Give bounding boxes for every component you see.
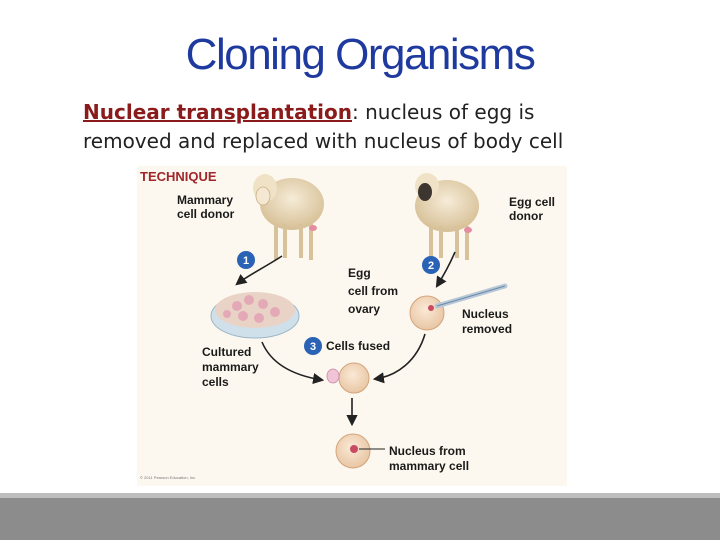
step-2-badge: 2 (422, 256, 440, 274)
slide-body-text: Nuclear transplantation: nucleus of egg … (83, 98, 703, 156)
step-1-badge: 1 (237, 251, 255, 269)
svg-text:2: 2 (428, 260, 434, 272)
slide-title: Cloning Organisms (185, 30, 536, 79)
technique-diagram: TECHNIQUE Mammary cell donor Egg (140, 169, 555, 480)
egg-donor-label-line1: Egg cell (509, 195, 555, 209)
egg-cell-enucleation (409, 283, 508, 331)
cultured-label-line1: Cultured (202, 345, 251, 359)
svg-text:3: 3 (310, 341, 316, 353)
cells-fused-label: Cells fused (326, 339, 390, 353)
copyright-text: © 2011 Pearson Education, Inc. (140, 475, 196, 480)
cloning-technique-figure: TECHNIQUE Mammary cell donor Egg (137, 166, 567, 486)
nucleus-removed-line1: Nucleus (462, 307, 509, 321)
arrow-donor-to-egg (435, 251, 456, 288)
egg-donor-label-line2: donor (509, 209, 543, 223)
arrow-egg-to-fusion (372, 333, 426, 384)
footer-divider (0, 493, 720, 498)
cultured-label-line3: cells (202, 375, 229, 389)
mammary-donor-sheep (253, 174, 324, 260)
nucleus-from-line2: mammary cell (389, 459, 469, 473)
nucleus-from-line1: Nucleus from (389, 444, 466, 458)
footer-bar (0, 498, 720, 540)
term-nuclear-transplantation: Nuclear transplantation (83, 100, 352, 124)
mammary-donor-label-line1: Mammary (177, 193, 233, 207)
description-line-1: : nucleus of egg is (352, 100, 535, 124)
mammary-donor-label-line2: cell donor (177, 207, 235, 221)
egg-label-line1: Egg (348, 266, 371, 280)
figure-header: TECHNIQUE (140, 169, 217, 184)
fused-cell (326, 362, 370, 394)
nucleus-removed-line2: removed (462, 322, 512, 336)
step-3-badge: 3 (304, 337, 322, 355)
arrow-culture-to-fusion (261, 341, 325, 385)
egg-donor-sheep (415, 173, 479, 260)
cultured-label-line2: mammary (202, 360, 259, 374)
egg-label-line2: cell from (348, 284, 398, 298)
result-cell (335, 433, 385, 469)
arrow-donor-to-culture (235, 255, 283, 286)
culture-dish (210, 292, 300, 339)
egg-label-line3: ovary (348, 302, 380, 316)
description-line-2: removed and replaced with nucleus of bod… (83, 129, 564, 153)
svg-text:1: 1 (243, 255, 249, 267)
